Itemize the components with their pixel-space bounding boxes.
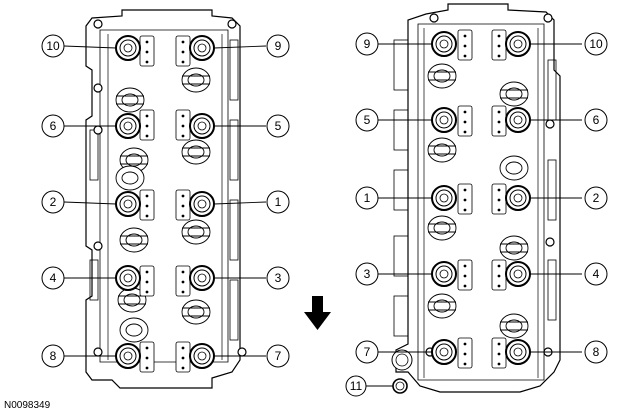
svg-text:9: 9 bbox=[364, 37, 371, 51]
svg-text:10: 10 bbox=[46, 39, 60, 53]
left-head-bolts bbox=[115, 35, 215, 369]
right-head-bearing-caps bbox=[457, 29, 507, 369]
left-bolt-7 bbox=[189, 343, 215, 369]
left-bolt-1 bbox=[189, 191, 215, 217]
right-bolt-2 bbox=[505, 185, 531, 211]
left-cylinder-head bbox=[85, 9, 247, 389]
callout-left-6: 6 bbox=[41, 114, 65, 138]
right-bolt-3 bbox=[431, 261, 457, 287]
right-bolt-4 bbox=[505, 261, 531, 287]
svg-text:10: 10 bbox=[589, 37, 603, 51]
left-bolt-4 bbox=[115, 265, 141, 291]
right-head-valve-springs bbox=[427, 63, 529, 339]
svg-text:4: 4 bbox=[593, 267, 600, 281]
down-arrow-icon bbox=[304, 296, 331, 330]
callout-right-4: 4 bbox=[584, 262, 608, 286]
svg-text:3: 3 bbox=[364, 267, 371, 281]
left-head-ribs bbox=[89, 39, 239, 341]
callout-right-10: 10 bbox=[584, 32, 608, 56]
right-bolt-1 bbox=[431, 185, 457, 211]
callout-right-3: 3 bbox=[355, 262, 379, 286]
callout-right-5: 5 bbox=[355, 108, 379, 132]
svg-text:6: 6 bbox=[50, 119, 57, 133]
svg-text:8: 8 bbox=[593, 345, 600, 359]
svg-text:4: 4 bbox=[50, 271, 57, 285]
left-bolt-3 bbox=[189, 265, 215, 291]
left-head-valve-springs bbox=[115, 67, 211, 343]
svg-text:7: 7 bbox=[364, 345, 371, 359]
left-head-inner bbox=[99, 29, 229, 363]
callouts-right: 9 10 5 6 1 2 3 4 7 8 11 bbox=[345, 32, 608, 397]
left-bolt-5 bbox=[189, 113, 215, 139]
svg-text:2: 2 bbox=[593, 191, 600, 205]
callout-right-6: 6 bbox=[584, 108, 608, 132]
callout-left-2: 2 bbox=[41, 190, 65, 214]
right-bolt-10 bbox=[505, 31, 531, 57]
svg-text:5: 5 bbox=[364, 113, 371, 127]
callout-right-8: 8 bbox=[584, 340, 608, 364]
right-head-inner bbox=[417, 23, 545, 381]
leader-lines bbox=[63, 43, 582, 387]
svg-text:11: 11 bbox=[350, 379, 363, 393]
callout-left-4: 4 bbox=[41, 266, 65, 290]
figure-id: N0098349 bbox=[4, 400, 51, 411]
callout-right-7: 7 bbox=[355, 340, 379, 364]
svg-text:2: 2 bbox=[50, 195, 57, 209]
svg-text:6: 6 bbox=[593, 113, 600, 127]
right-bolt-11 bbox=[392, 378, 408, 394]
right-bolt-6 bbox=[505, 107, 531, 133]
callout-right-11: 11 bbox=[345, 375, 367, 397]
callout-left-1: 1 bbox=[266, 190, 290, 214]
svg-text:9: 9 bbox=[275, 39, 282, 53]
left-head-outline bbox=[85, 9, 241, 389]
svg-text:5: 5 bbox=[275, 119, 282, 133]
left-head-bearing-caps bbox=[139, 35, 191, 373]
right-bolt-5 bbox=[431, 107, 457, 133]
callout-right-2: 2 bbox=[584, 186, 608, 210]
callout-left-8: 8 bbox=[41, 344, 65, 368]
callout-left-5: 5 bbox=[266, 114, 290, 138]
svg-text:3: 3 bbox=[275, 271, 282, 285]
callout-left-7: 7 bbox=[266, 344, 290, 368]
left-bolt-6 bbox=[115, 113, 141, 139]
right-head-side-plates bbox=[393, 39, 557, 337]
callout-left-10: 10 bbox=[41, 34, 65, 58]
left-bolt-10 bbox=[115, 35, 141, 61]
callout-left-3: 3 bbox=[266, 266, 290, 290]
left-bolt-8 bbox=[115, 343, 141, 369]
left-bolt-2 bbox=[115, 191, 141, 217]
callouts-left: 10 9 6 5 2 1 4 3 8 7 bbox=[41, 34, 290, 368]
callout-right-9: 9 bbox=[355, 32, 379, 56]
left-bolt-9 bbox=[189, 35, 215, 61]
callout-left-9: 9 bbox=[266, 34, 290, 58]
right-bolt-9 bbox=[431, 31, 457, 57]
right-head-bolts bbox=[392, 31, 531, 394]
right-bolt-7 bbox=[431, 339, 457, 365]
svg-text:1: 1 bbox=[275, 195, 282, 209]
svg-text:8: 8 bbox=[50, 349, 57, 363]
svg-text:7: 7 bbox=[275, 349, 282, 363]
svg-text:1: 1 bbox=[364, 191, 371, 205]
right-bolt-8 bbox=[505, 339, 531, 365]
callout-right-1: 1 bbox=[355, 186, 379, 210]
